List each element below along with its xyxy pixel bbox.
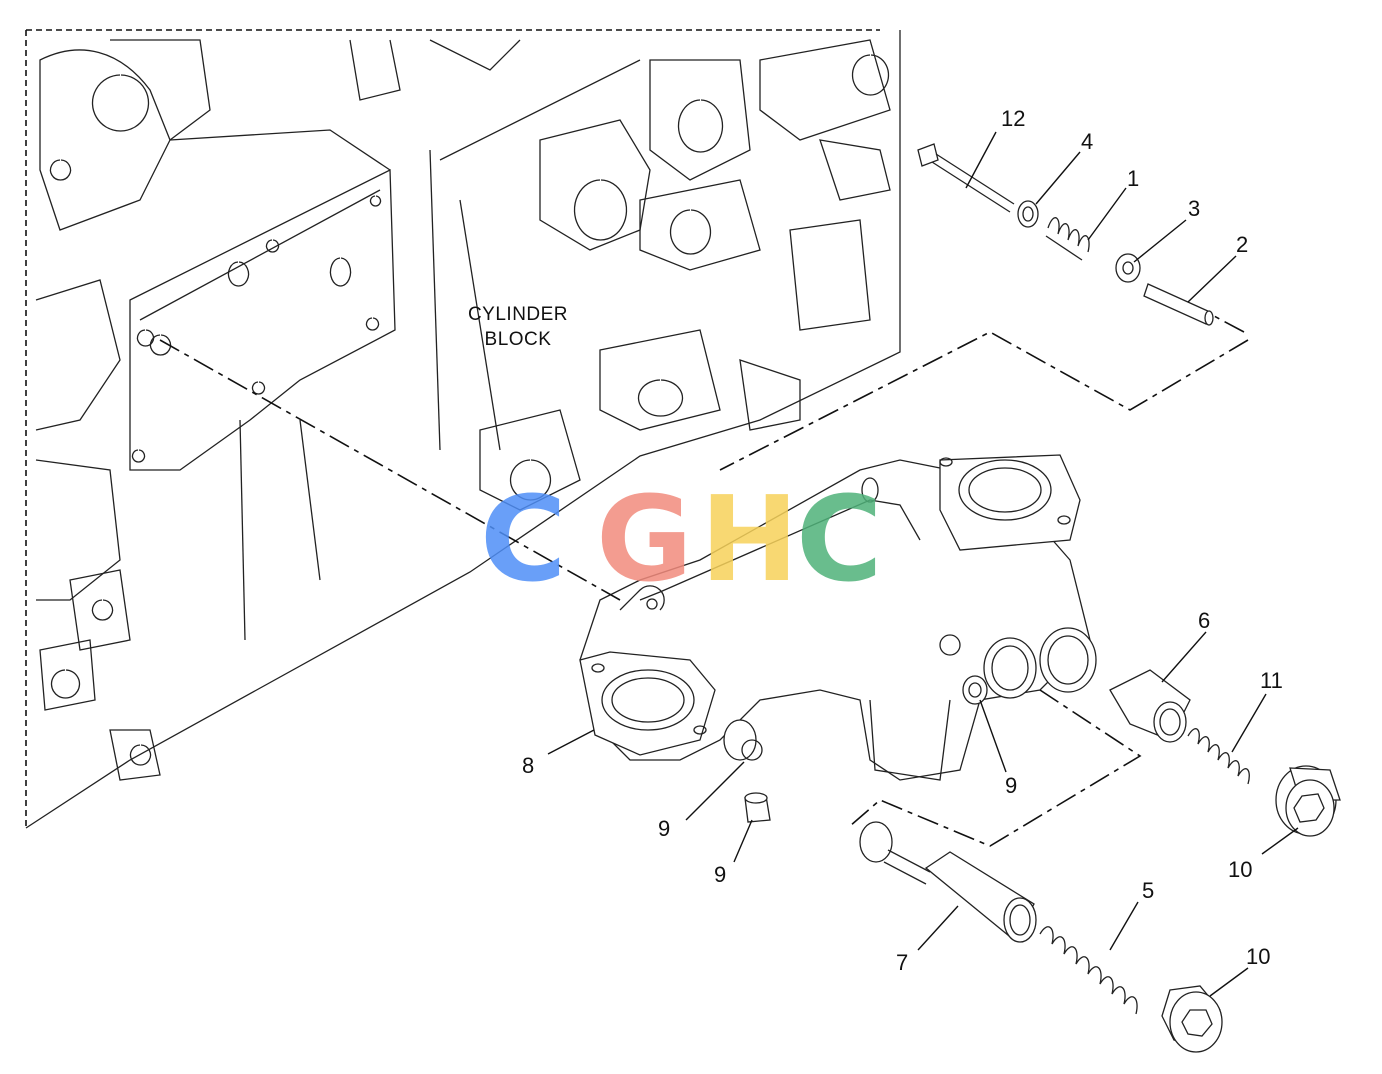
plug-part-10-lower [1161, 985, 1223, 1053]
alignment-lines [159, 315, 1249, 847]
callout-9-bottom: 9 [714, 862, 726, 887]
callout-12: 12 [1001, 106, 1025, 131]
callout-numbers: 12 4 1 3 2 6 11 8 9 9 9 10 10 7 5 [522, 106, 1283, 975]
callout-10-upper: 10 [1228, 857, 1252, 882]
cylinder-block-drawing [25, 29, 901, 829]
watermark-letter-1: C [480, 470, 567, 608]
callout-7: 7 [896, 950, 908, 975]
plug-part-10-upper [1275, 765, 1341, 837]
watermark-letter-2: G [596, 470, 693, 608]
callout-8: 8 [522, 753, 534, 778]
callout-9-left: 9 [658, 816, 670, 841]
callout-9-right: 9 [1005, 773, 1017, 798]
valve-part-7 [859, 821, 1037, 943]
water-outlet-housing [579, 454, 1097, 781]
cylinder-label-line1: CYLINDER [468, 304, 568, 325]
callout-10-lower: 10 [1246, 944, 1270, 969]
callout-6: 6 [1198, 608, 1210, 633]
callout-4: 4 [1081, 129, 1093, 154]
watermark-logo: C G H C [480, 470, 883, 608]
block-label-line2: BLOCK [485, 329, 552, 350]
callout-2: 2 [1236, 232, 1248, 257]
bolt-part-12 [917, 143, 1015, 213]
spring-part-1 [1045, 217, 1090, 261]
sleeve-part-6 [1109, 669, 1191, 743]
plug-part-9 [744, 792, 771, 823]
cylinder-block-label: CYLINDER BLOCK [468, 304, 568, 350]
spring-part-11 [1187, 728, 1250, 785]
callout-leaders [547, 131, 1299, 997]
callout-11: 11 [1260, 668, 1283, 693]
callout-5: 5 [1142, 878, 1154, 903]
washer-part-3 [1115, 253, 1141, 283]
callout-3: 3 [1188, 196, 1200, 221]
watermark-letter-4: C [796, 470, 883, 608]
washer-part-4 [1017, 200, 1039, 228]
pin-part-2 [1143, 283, 1214, 326]
spring-part-5 [1039, 926, 1138, 1015]
watermark-letter-3: H [700, 470, 799, 608]
callout-1: 1 [1127, 166, 1139, 191]
